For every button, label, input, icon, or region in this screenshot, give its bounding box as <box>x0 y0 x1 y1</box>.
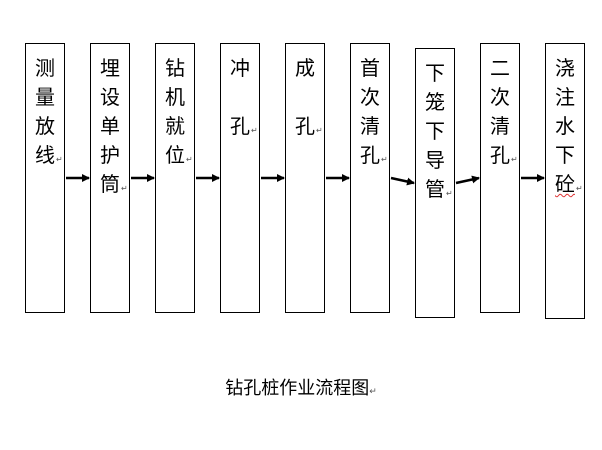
paragraph-mark: ↵ <box>576 184 583 193</box>
step-box-2: 埋设单护筒↵ <box>90 43 130 313</box>
step-char: 线 <box>35 143 55 167</box>
step-label: 下笼下导管 <box>416 59 454 204</box>
step-box-3: 钻机就位↵ <box>155 43 195 313</box>
step-char: 孔 <box>490 143 510 167</box>
paragraph-mark: ↵ <box>511 155 518 164</box>
arrow-6-to-7 <box>390 176 415 186</box>
step-char: 放 <box>35 114 55 138</box>
step-char: 笼 <box>425 90 445 114</box>
step-char: 孔 <box>230 114 250 138</box>
paragraph-mark: ↵ <box>251 126 258 135</box>
step-char: 测 <box>35 56 55 80</box>
step-box-1: 测量放线↵ <box>25 43 65 313</box>
step-char: 下 <box>425 119 445 143</box>
step-char: 孔 <box>295 114 315 138</box>
step-char: 二 <box>490 56 510 80</box>
step-char: 埋 <box>100 56 120 80</box>
step-char: 就 <box>165 114 185 138</box>
step-char: 水 <box>555 114 575 138</box>
step-char: 位 <box>165 143 185 167</box>
step-label: 首次清孔 <box>351 54 389 170</box>
step-label: 浇注水下砼 <box>546 54 584 199</box>
step-char: 成 <box>295 56 315 80</box>
step-box-5: 成 孔↵ <box>285 43 325 313</box>
step-char: 护 <box>100 143 120 167</box>
step-char: 清 <box>490 114 510 138</box>
step-char: 筒 <box>100 172 120 196</box>
step-char: 首 <box>360 56 380 80</box>
step-char: 钻 <box>165 56 185 80</box>
paragraph-mark: ↵ <box>56 155 63 164</box>
paragraph-mark: ↵ <box>446 189 453 198</box>
step-char: 单 <box>100 114 120 138</box>
caption-paragraph-mark: ↵ <box>369 387 377 397</box>
step-char: 设 <box>100 85 120 109</box>
step-box-8: 二次清孔↵ <box>480 43 520 313</box>
step-label: 埋设单护筒 <box>91 54 129 199</box>
arrow-7-to-8 <box>455 175 480 185</box>
step-box-6: 首次清孔↵ <box>350 43 390 313</box>
paragraph-mark: ↵ <box>316 126 323 135</box>
step-box-7: 下笼下导管↵ <box>415 48 455 318</box>
step-char: 冲 <box>230 56 250 80</box>
step-char: 导 <box>425 148 445 172</box>
step-box-9: 浇注水下砼↵ <box>545 43 585 319</box>
step-char: 砼 <box>555 172 575 196</box>
step-char: 量 <box>35 85 55 109</box>
step-char: 孔 <box>360 143 380 167</box>
step-label: 测量放线 <box>26 54 64 170</box>
paragraph-mark: ↵ <box>121 184 128 193</box>
paragraph-mark: ↵ <box>381 155 388 164</box>
step-char: 下 <box>425 61 445 85</box>
step-char: 下 <box>555 143 575 167</box>
step-char <box>237 83 243 112</box>
step-char: 注 <box>555 85 575 109</box>
step-char: 机 <box>165 85 185 109</box>
step-label: 成 孔 <box>286 54 324 141</box>
step-label: 二次清孔 <box>481 54 519 170</box>
step-char: 次 <box>360 85 380 109</box>
diagram-caption: 钻孔桩作业流程图↵ <box>0 374 602 400</box>
step-char: 次 <box>490 85 510 109</box>
caption-text: 钻孔桩作业流程图 <box>225 378 370 399</box>
step-box-4: 冲 孔↵ <box>220 43 260 313</box>
step-char: 管 <box>425 177 445 201</box>
step-char <box>302 83 308 112</box>
step-char: 浇 <box>555 56 575 80</box>
step-label: 钻机就位 <box>156 54 194 170</box>
step-label: 冲 孔 <box>221 54 259 141</box>
step-char: 清 <box>360 114 380 138</box>
paragraph-mark: ↵ <box>186 155 193 164</box>
